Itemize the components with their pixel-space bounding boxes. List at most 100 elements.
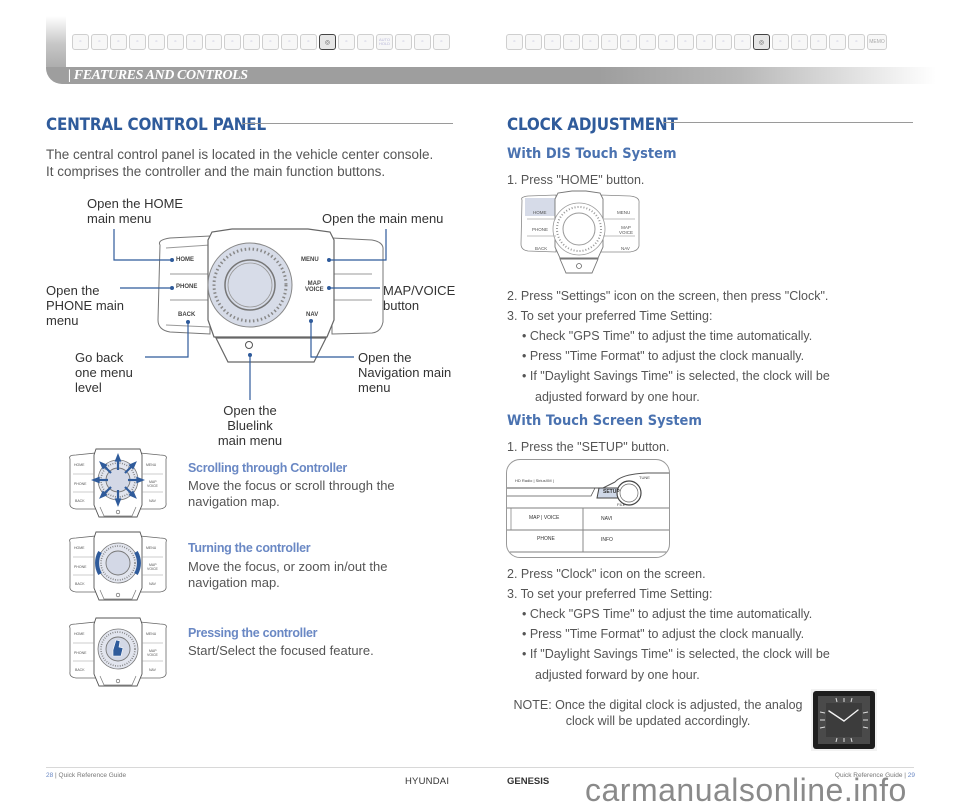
panel-button-label: BACK xyxy=(75,668,85,672)
action-desc-line: Move the focus, or zoom in/out the xyxy=(188,559,388,574)
dis-map-voice-button[interactable]: MAP VOICE xyxy=(619,225,633,235)
hour-hand xyxy=(828,710,845,722)
feature-tab-icon: ▫ xyxy=(544,34,561,50)
feature-tab-icon: ▫ xyxy=(829,34,846,50)
dis-touch-subheading: With DIS Touch System xyxy=(507,146,677,162)
footer-right: Quick Reference Guide | 29 xyxy=(835,772,915,779)
phone-button[interactable]: PHONE xyxy=(176,284,198,290)
callout-line: menu xyxy=(46,313,79,328)
section-title-text: FEATURES AND CONTROLS xyxy=(73,68,248,83)
feature-tab-icon: ▫ xyxy=(338,34,355,50)
navi-hard-key[interactable]: NAVI xyxy=(601,516,613,522)
setup-button[interactable]: SETUP xyxy=(603,489,620,495)
touch-bullet-continuation: adjusted forward by one hour. xyxy=(535,668,700,682)
head-unit-diagram: HD Radio | SiriusXM | SETUP TUNE FILE MA… xyxy=(506,459,670,558)
feature-tab-icon: ▫ xyxy=(395,34,412,50)
footer-left-text: | Quick Reference Guide xyxy=(53,772,127,779)
controller-knob-center xyxy=(224,259,276,311)
callout-line: Navigation main xyxy=(358,365,452,380)
panel-button-label: MENU xyxy=(146,546,157,550)
nav-button[interactable]: NAV xyxy=(306,312,319,318)
minute-hand xyxy=(843,709,859,722)
panel-right-wing xyxy=(139,621,167,679)
action-title: Turning the controller xyxy=(188,541,311,555)
action-desc-line: navigation map. xyxy=(188,575,280,590)
dis-nav-button[interactable]: NAV xyxy=(621,246,630,251)
page-number-left: 28 xyxy=(46,772,54,779)
feature-tab-icon: ▫ xyxy=(433,34,450,50)
feature-tab-icon: ▫ xyxy=(563,34,580,50)
panel-button-label: HOME xyxy=(74,632,85,636)
home-button[interactable]: HOME xyxy=(176,257,194,263)
rotate-right-arrow-icon xyxy=(134,551,141,575)
feature-tab-icon: ▫ xyxy=(205,34,222,50)
callout-line: level xyxy=(75,380,102,395)
dis-back-button[interactable]: BACK xyxy=(535,246,548,251)
footer-right-text: Quick Reference Guide | xyxy=(834,772,908,779)
radio-label: HD Radio | SiriusXM | xyxy=(515,478,554,483)
callout-home: Open the HOME main menu xyxy=(87,196,183,226)
dis-bullet: • Check "GPS Time" to adjust the time au… xyxy=(522,329,813,343)
panel-right-wing xyxy=(139,452,167,510)
feature-tab-icon: ▫ xyxy=(734,34,751,50)
dis-step-1: 1. Press "HOME" button. xyxy=(507,173,645,187)
feature-tab-icon: ▫ xyxy=(72,34,89,50)
panel-button-label: PHONE xyxy=(74,482,87,486)
panel-button-label: HOME xyxy=(74,463,85,467)
feature-tab-icon: ▫ xyxy=(677,34,694,50)
controller-tab-icon-active: ◎ xyxy=(753,34,770,50)
feature-tab-icon: ▫ xyxy=(357,34,374,50)
voice-label: VOICE xyxy=(619,230,634,235)
callout-line: Open the xyxy=(46,283,100,298)
heading-rule xyxy=(663,122,913,123)
callout-line: Open the HOME xyxy=(87,196,184,211)
panel-button-label: MAP xyxy=(149,563,157,567)
dis-menu-button[interactable]: MENU xyxy=(617,210,631,215)
phone-hard-key[interactable]: PHONE xyxy=(537,536,555,542)
info-hard-key[interactable]: INFO xyxy=(601,537,613,543)
note-text: NOTE: Once the digital clock is adjusted… xyxy=(508,697,808,729)
feature-tab-icon: ▫ xyxy=(696,34,713,50)
touch-step-3: 3. To set your preferred Time Setting: xyxy=(507,587,713,601)
bluelink-icon xyxy=(115,592,121,598)
callout-line: Go back xyxy=(75,350,124,365)
feature-tab-icon: ▫ xyxy=(715,34,732,50)
panel-right-wing xyxy=(139,535,167,593)
section-header-bar: | FEATURES AND CONTROLS xyxy=(46,67,936,84)
callout-line: MAP/VOICE xyxy=(383,283,456,298)
touch-step-1: 1. Press the "SETUP" button. xyxy=(507,440,670,454)
callout-back: Go back one menu level xyxy=(75,350,133,395)
feature-tab-icon: ▫ xyxy=(639,34,656,50)
intro-line: It comprises the controller and the main… xyxy=(46,164,386,179)
panel-button-label: PHONE xyxy=(74,565,87,569)
scroll-direction-arrow-icon xyxy=(136,476,145,484)
menu-button[interactable]: MENU xyxy=(301,257,319,263)
clock-adjustment-heading: CLOCK ADJUSTMENT xyxy=(507,115,678,134)
back-button[interactable]: BACK xyxy=(178,312,196,318)
panel-button-label: VOICE xyxy=(147,567,159,571)
panel-button-label: MENU xyxy=(146,632,157,636)
press-finger-icon xyxy=(112,639,124,657)
feature-tab-icon: ▫ xyxy=(810,34,827,50)
panel-button-label: MENU xyxy=(146,463,157,467)
action-desc-line: Move the focus or scroll through the xyxy=(188,478,395,493)
dis-phone-button[interactable]: PHONE xyxy=(532,227,549,232)
bluelink-icon xyxy=(245,341,253,349)
map-voice-hard-key[interactable]: MAP | VOICE xyxy=(529,515,560,521)
feature-tab-icon: ▫ xyxy=(791,34,808,50)
callout-line: one menu xyxy=(75,365,133,380)
callout-map-voice: MAP/VOICE button xyxy=(383,283,455,313)
touch-screen-subheading: With Touch Screen System xyxy=(507,413,702,429)
dis-home-button[interactable]: HOME xyxy=(533,210,547,215)
note-line: NOTE: Once the digital clock is adjusted… xyxy=(513,698,803,712)
map-voice-button[interactable]: MAP VOICE xyxy=(305,281,324,293)
heading-rule xyxy=(242,123,453,124)
page-number-right: 29 xyxy=(907,772,915,779)
intro-line: The central control panel is located in … xyxy=(46,147,434,162)
bluelink-button xyxy=(215,337,327,363)
feature-tab-icon: ▫ xyxy=(91,34,108,50)
feature-tab-icon: ▫ xyxy=(772,34,789,50)
